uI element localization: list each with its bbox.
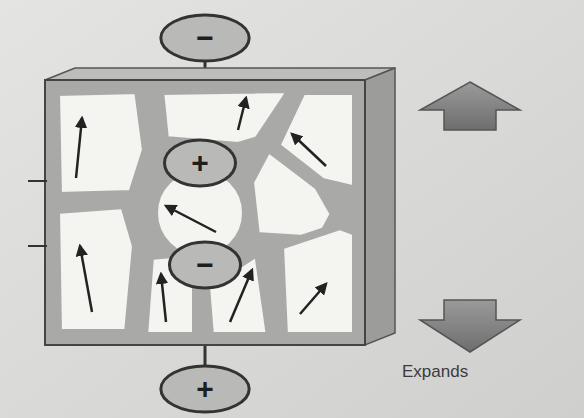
charge-ellipse: + (163, 138, 237, 188)
crystal-grains (56, 89, 356, 336)
charge-sign: + (191, 148, 209, 178)
block-top (45, 68, 395, 80)
block-side (365, 68, 395, 345)
polarization-arrows (76, 98, 326, 322)
electrode-terminal: + (159, 364, 251, 414)
charge-sign: − (196, 23, 214, 53)
tick-mark (28, 245, 47, 247)
electrode-terminal: − (159, 13, 251, 63)
charge-ellipse: − (168, 240, 242, 290)
block-front (45, 80, 365, 345)
tick-mark (28, 180, 47, 182)
expand-arrow-down (420, 300, 520, 352)
charge-sign: + (196, 374, 214, 404)
expand-arrow-up (420, 82, 520, 130)
charge-sign: − (196, 250, 214, 280)
motion-label: Expands (402, 362, 468, 382)
